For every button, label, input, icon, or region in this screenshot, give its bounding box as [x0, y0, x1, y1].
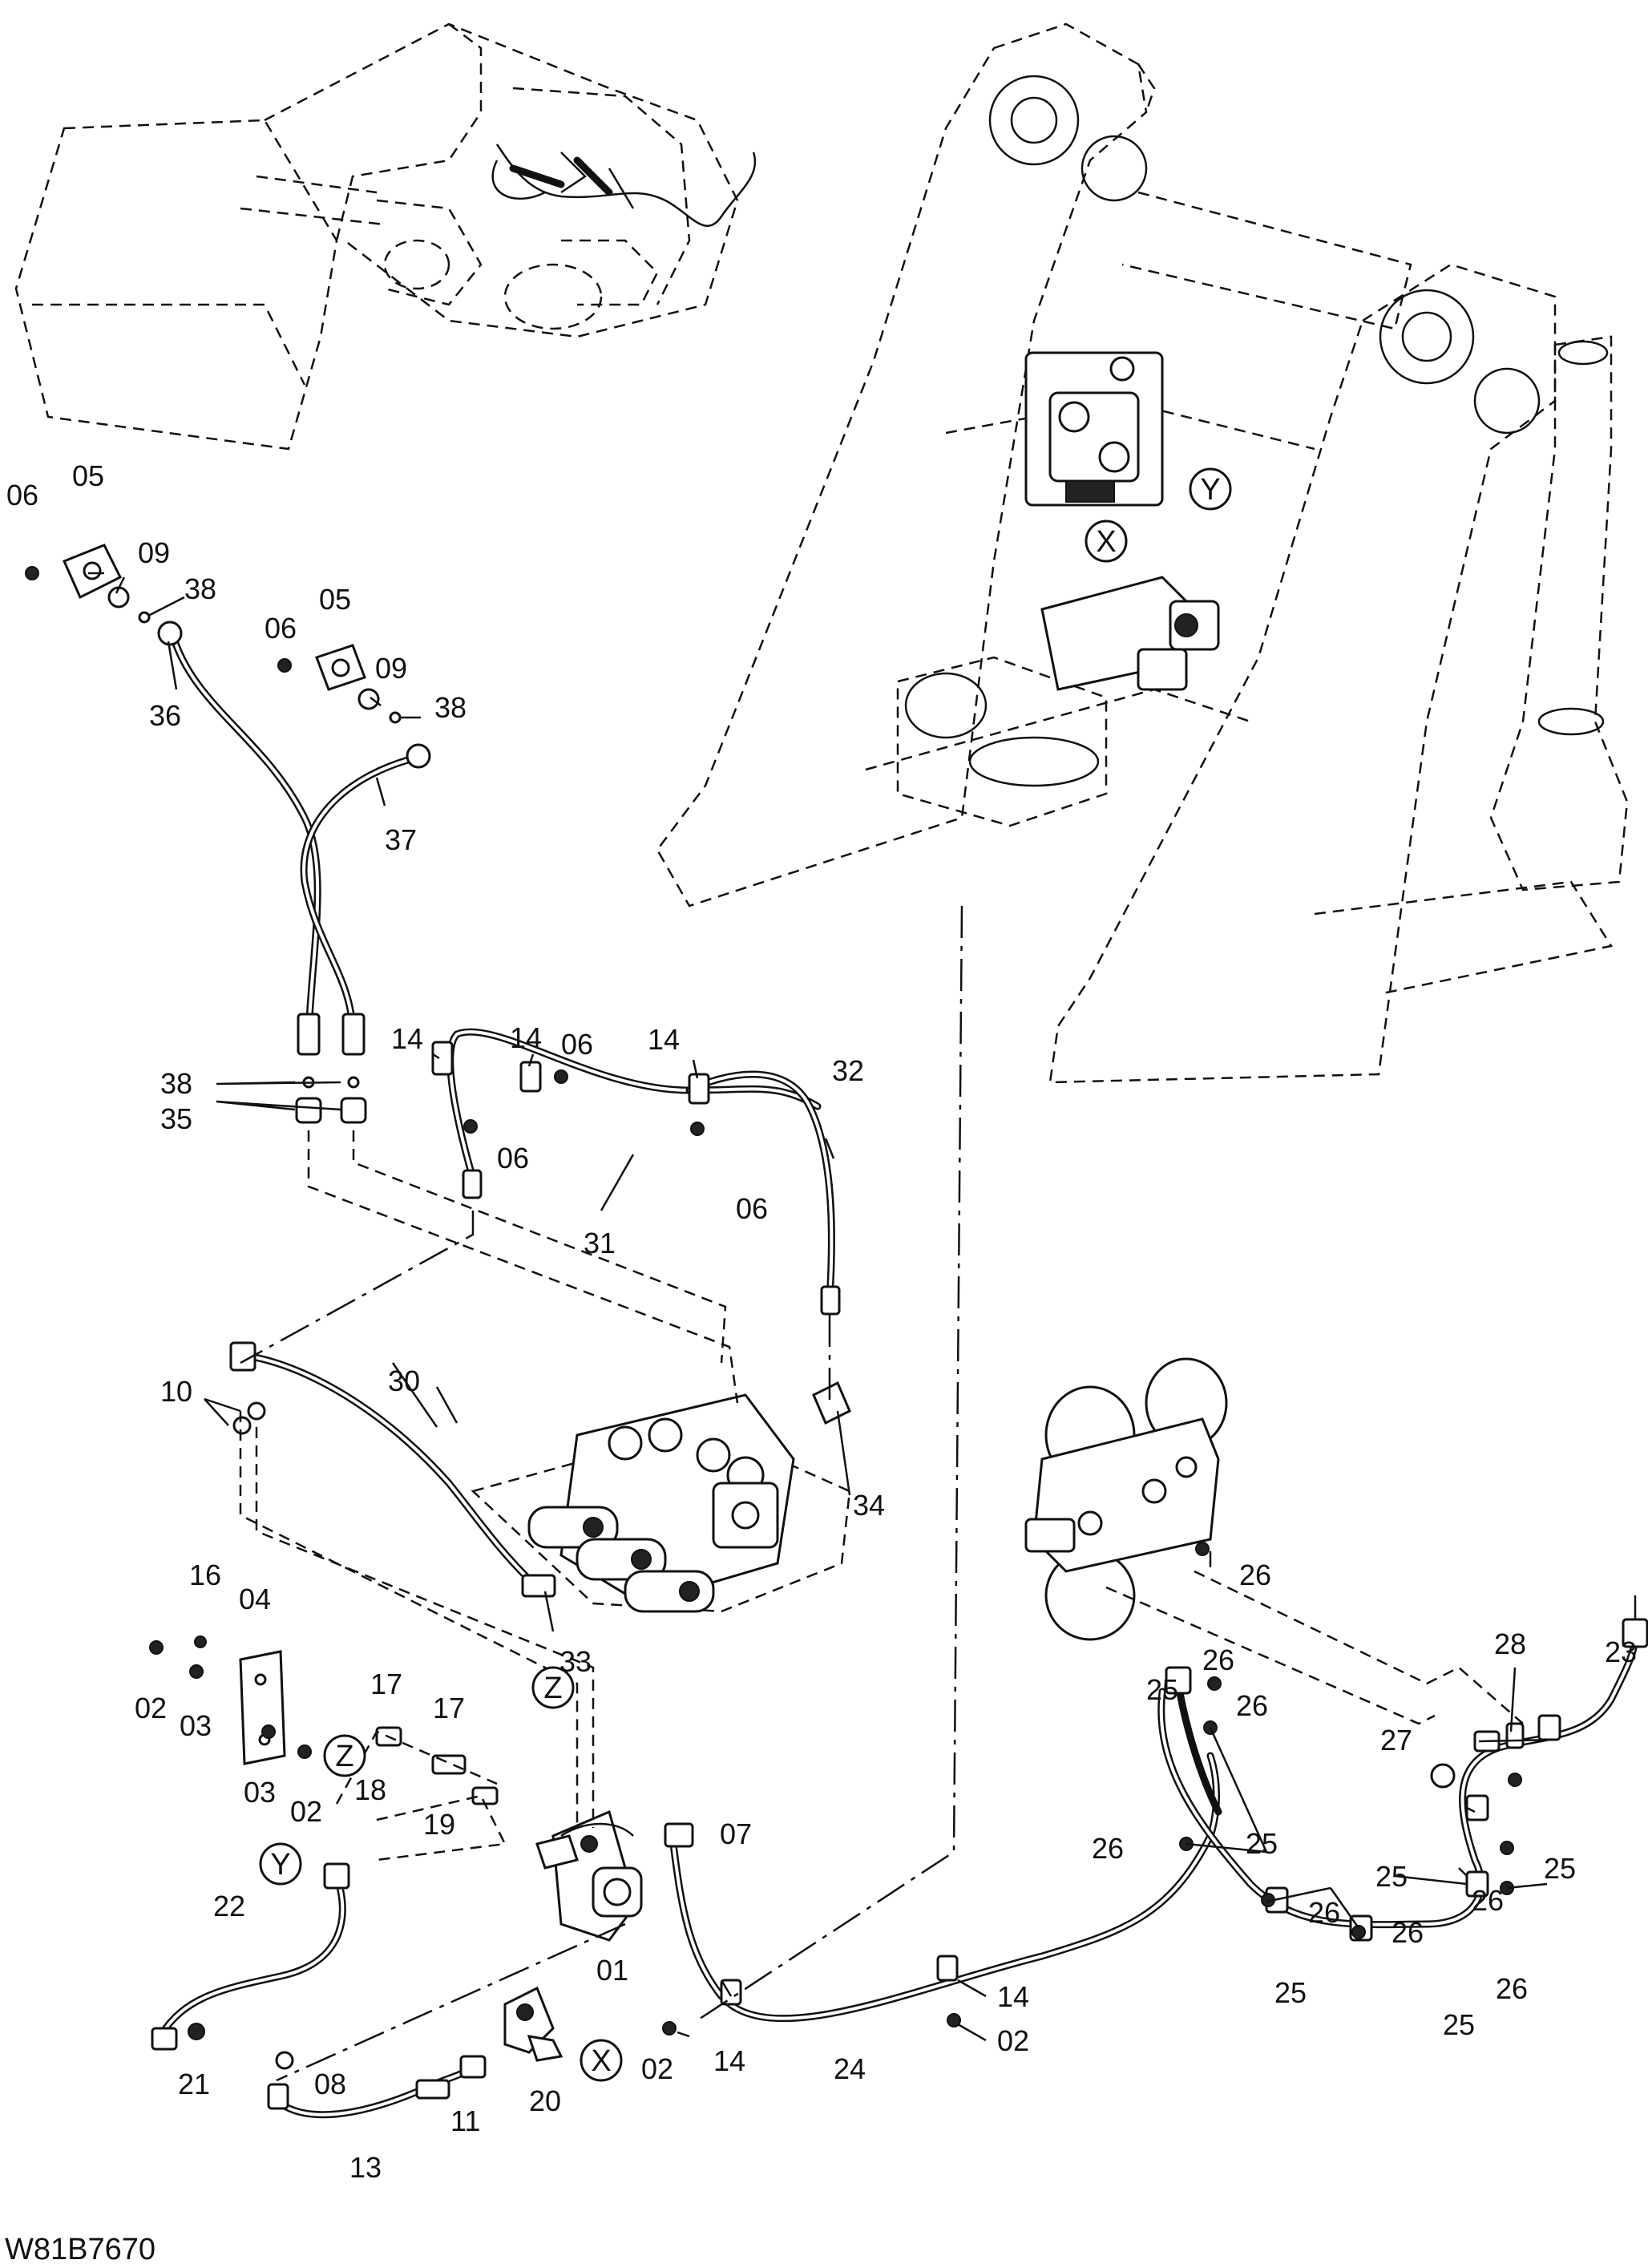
hose-31-32: [431, 1028, 841, 1316]
view-marker-label: Z: [543, 1672, 562, 1705]
loader-frame-illustration: [656, 22, 1629, 1084]
part-label: 21: [178, 2068, 210, 2100]
part-label: 02: [641, 2052, 673, 2085]
part-label: 10: [160, 1375, 192, 1408]
part-label: 38: [184, 572, 216, 605]
part-label: 11: [450, 2104, 480, 2137]
part-label: 08: [314, 2068, 346, 2100]
part-label: 14: [391, 1022, 423, 1055]
connection-lines: [239, 905, 1524, 2082]
view-marker-label: X: [1096, 525, 1116, 559]
part-label: 26: [1239, 1558, 1271, 1591]
part-label: 26: [1308, 1896, 1340, 1929]
part-label: 25: [1375, 1860, 1408, 1893]
part-label: 26: [1472, 1884, 1504, 1917]
part-label: 09: [375, 652, 407, 685]
part-label: 26: [1092, 1832, 1124, 1865]
part-label: 06: [6, 479, 38, 511]
view-marker-label: Y: [1200, 473, 1220, 507]
view-marker-x-top: X: [1085, 519, 1128, 563]
part-label: 14: [713, 2044, 745, 2077]
part-label: 30: [388, 1364, 420, 1397]
part-label: 38: [434, 691, 467, 724]
part-label: 02: [135, 1692, 167, 1724]
part-label: 14: [997, 1980, 1029, 2013]
part-label: 04: [239, 1583, 271, 1615]
view-marker-label: X: [591, 2044, 611, 2078]
part-labels: 06 05 09 38 36 06 05 09 38 37 38 35 14 1…: [6, 459, 1637, 2184]
part-label: 17: [370, 1668, 402, 1700]
part-label: 14: [510, 1021, 542, 1054]
part-label: 13: [349, 2151, 382, 2184]
mounted-valve-x: [1040, 576, 1220, 691]
part-label: 36: [149, 699, 181, 732]
view-marker-y-top: Y: [1189, 467, 1232, 511]
part-label: 33: [559, 1645, 592, 1678]
part-label: 03: [180, 1709, 212, 1742]
part-label: 25: [1544, 1852, 1576, 1885]
part-label: 25: [1274, 1976, 1307, 2009]
part-label: 32: [832, 1054, 864, 1087]
bracket-04: [149, 1635, 499, 1805]
hose-30: [229, 1341, 556, 1598]
part-label: 27: [1380, 1724, 1412, 1757]
part-label: 14: [648, 1023, 680, 1056]
part-label: 18: [354, 1773, 386, 1806]
solenoid-valve-01: [535, 1809, 643, 1942]
part-label: 34: [853, 1489, 885, 1522]
hose-22-13: [151, 1862, 487, 2119]
part-label: 05: [72, 459, 104, 492]
mounted-valve-y: [1024, 351, 1164, 507]
part-label: 26: [1392, 1916, 1424, 1949]
part-label: 26: [1496, 1972, 1528, 2005]
drawing-code: W81B7670: [5, 2233, 156, 2266]
part-label: 37: [385, 823, 417, 856]
part-label: 26: [1202, 1643, 1234, 1676]
hose-36-37: [25, 544, 431, 1124]
part-label: 06: [497, 1142, 529, 1174]
part-label: 31: [584, 1227, 616, 1259]
part-label: 07: [720, 1817, 752, 1850]
part-label: 28: [1494, 1627, 1526, 1660]
part-label: 06: [265, 612, 297, 645]
part-label: 09: [138, 536, 170, 569]
part-label: 22: [213, 1890, 245, 1922]
hose-25: [1157, 1618, 1648, 1942]
part-label: 25: [1146, 1673, 1178, 1706]
part-label: 20: [529, 2084, 561, 2117]
view-marker-z-left: Z: [323, 1734, 366, 1777]
view-marker-label: Y: [270, 1848, 290, 1882]
part-label: 23: [1605, 1635, 1637, 1668]
view-marker-label: Z: [335, 1740, 353, 1773]
part-label: 02: [290, 1795, 322, 1828]
part-label: 06: [736, 1192, 768, 1225]
main-control-valve: [471, 1381, 851, 1613]
part-label: 24: [834, 2052, 866, 2085]
hose-24: [662, 1752, 1220, 2036]
part-label: 16: [189, 1558, 221, 1591]
part-label: 03: [244, 1776, 276, 1809]
adapter-20: [503, 1986, 563, 2062]
machine-overview-illustration: [14, 22, 757, 451]
part-label: 25: [1246, 1827, 1278, 1860]
part-label: 05: [319, 583, 351, 616]
view-marker-z-right: Z: [531, 1666, 575, 1709]
part-label: 19: [423, 1808, 455, 1841]
part-label: 38: [160, 1067, 192, 1100]
part-label: 25: [1443, 2008, 1475, 2041]
leader-lines: [88, 572, 1637, 2042]
accumulator-block: [1024, 1357, 1228, 1641]
view-marker-x-bottom: X: [580, 2039, 623, 2082]
part-label: 26: [1236, 1689, 1268, 1722]
view-marker-y-bottom: Y: [259, 1842, 302, 1886]
part-label: 06: [561, 1028, 593, 1061]
part-label: 01: [596, 1954, 628, 1987]
part-label: 17: [433, 1692, 465, 1724]
part-label: 35: [160, 1102, 192, 1135]
part-label: 02: [997, 2024, 1029, 2057]
